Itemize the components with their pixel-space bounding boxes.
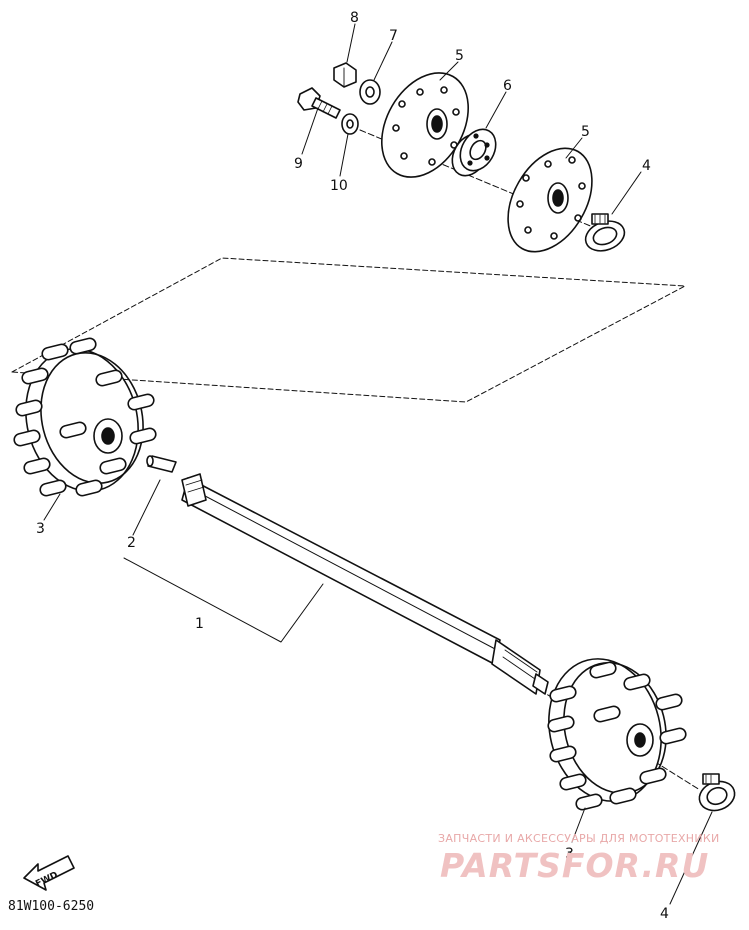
callout-7: 7: [389, 28, 398, 44]
diagram-code: 81W100-6250: [8, 899, 95, 914]
drive-shaft: [181, 473, 549, 695]
lock-washer: [341, 113, 359, 135]
callout-5-lower: 5: [581, 124, 590, 140]
bearing-plate-lower: [507, 147, 593, 253]
callout-10: 10: [330, 178, 348, 194]
callout-6: 6: [503, 78, 512, 94]
callout-2: 2: [127, 535, 136, 551]
clamp-top: [584, 213, 626, 252]
callout-4-top: 4: [642, 158, 651, 174]
watermark-tagline: ЗАПЧАСТИ И АКСЕССУАРЫ ДЛЯ МОТОТЕХНИКИ: [438, 832, 720, 845]
callout-9: 9: [294, 156, 303, 172]
callout-3-right: 3: [565, 846, 574, 862]
washer: [359, 79, 381, 105]
fwd-arrow: [23, 855, 75, 891]
sprocket-left: [13, 337, 157, 497]
bolt: [297, 87, 341, 119]
callout-4-bottom: 4: [660, 906, 669, 922]
clamp-bottom: [698, 773, 736, 812]
bearing-plate-upper: [380, 72, 470, 178]
callout-3-left: 3: [36, 521, 45, 537]
leader-lines: [43, 23, 713, 905]
bearing: [451, 128, 497, 177]
callout-8: 8: [350, 10, 359, 26]
watermark-brand: PARTSFOR.RU: [440, 846, 710, 885]
pin: [146, 455, 177, 473]
callout-1: 1: [195, 616, 204, 632]
callout-5-upper: 5: [455, 48, 464, 64]
nut: [333, 62, 357, 88]
sprocket-right: [547, 658, 687, 811]
